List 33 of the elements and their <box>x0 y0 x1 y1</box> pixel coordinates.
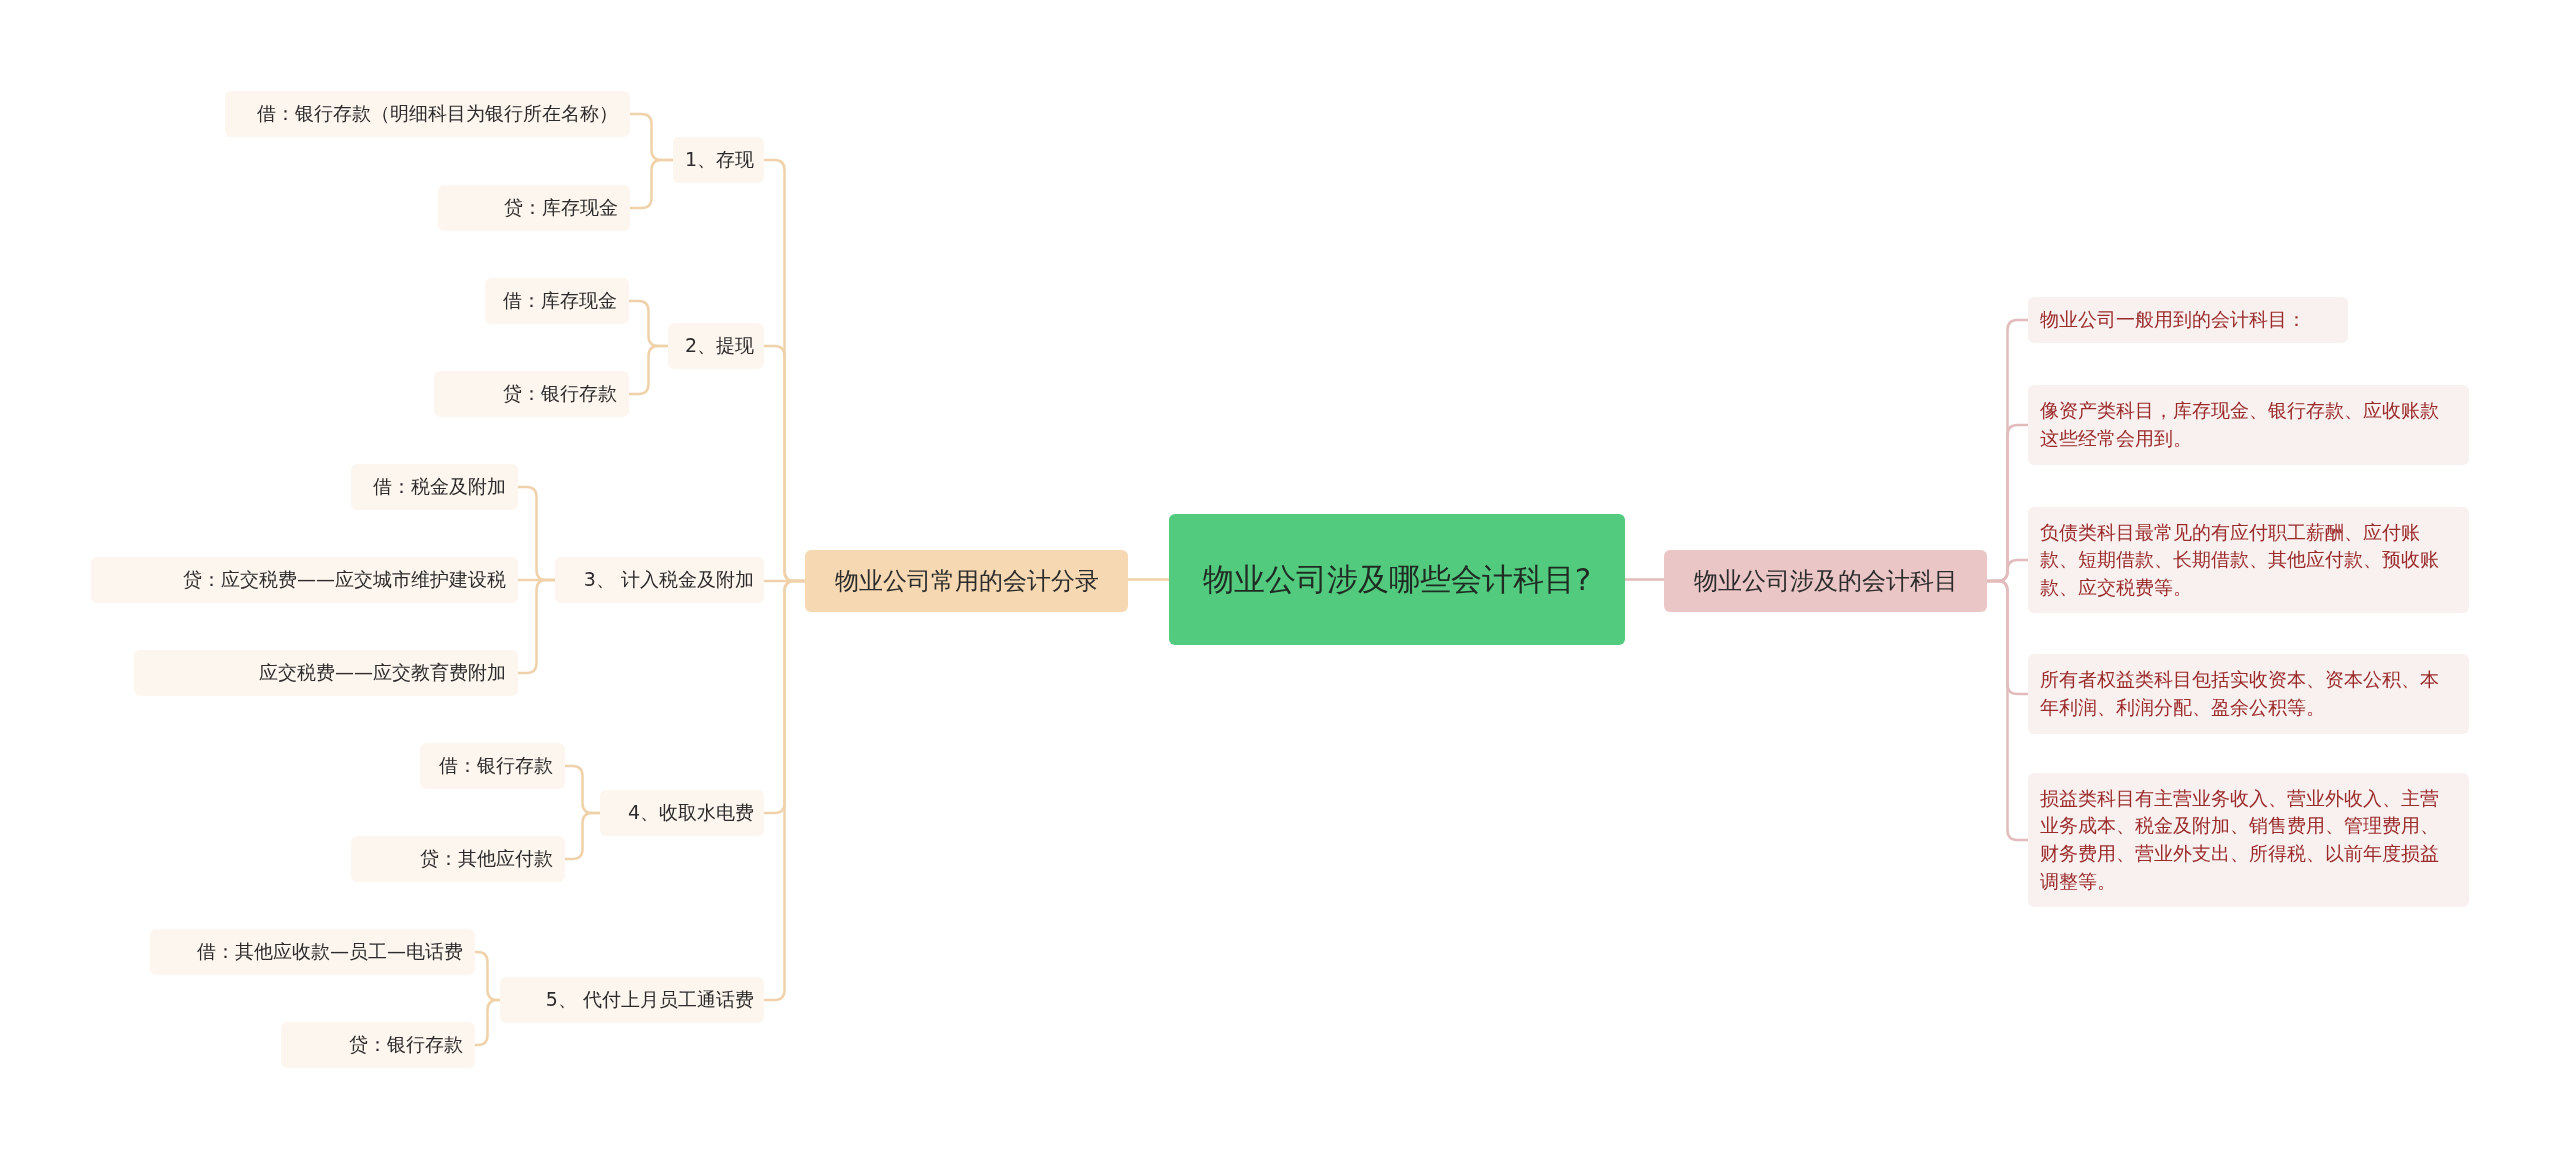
connector-line <box>764 579 805 1002</box>
subtopic-box: 2、提现 <box>668 323 764 369</box>
connector-line <box>475 998 500 1047</box>
entry-box: 借：其他应收款—员工—电话费 <box>150 929 475 975</box>
entry-box: 借：库存现金 <box>485 278 629 324</box>
entry-box: 贷：应交税费——应交城市维护建设税 <box>91 557 518 603</box>
entry-box: 借：银行存款 <box>420 743 565 789</box>
connector-line <box>518 578 555 675</box>
note-box: 负债类科目最常见的有应付职工薪酬、应付账款、短期借款、长期借款、其他应付款、预收账款、应交税费等。 <box>2028 507 2469 613</box>
connector-line <box>1128 578 1169 581</box>
subtopic-box: 5、 代付上月员工通话费 <box>500 977 764 1023</box>
subtopic-box: 1、存现 <box>673 137 764 183</box>
subtopic-box: 4、收取水电费 <box>600 790 764 836</box>
note-box: 损益类科目有主营业务收入、营业外收入、主营业务成本、税金及附加、销售费用、管理费用、财务费用、营业外支出、所得税、以前年度损益调整等。 <box>2028 773 2469 907</box>
note-box: 物业公司一般用到的会计科目： <box>2028 297 2348 343</box>
entry-box: 贷：其他应付款 <box>351 836 565 882</box>
entry-box: 借：税金及附加 <box>351 464 518 510</box>
connector-line <box>1987 579 2028 842</box>
entry-box: 应交税费——应交教育费附加 <box>134 650 518 696</box>
entry-box: 贷：银行存款 <box>281 1022 475 1068</box>
connector-line <box>630 158 673 210</box>
entry-box: 贷：库存现金 <box>438 185 630 231</box>
connector-line <box>1625 578 1664 581</box>
connector-line <box>565 811 600 861</box>
branch-topic: 物业公司常用的会计分录 <box>805 550 1128 612</box>
note-box: 像资产类科目，库存现金、银行存款、应收账款这些经常会用到。 <box>2028 385 2469 465</box>
central-topic: 物业公司涉及哪些会计科目? <box>1169 514 1625 645</box>
entry-box: 贷：银行存款 <box>434 371 629 417</box>
branch-topic: 物业公司涉及的会计科目 <box>1664 550 1987 612</box>
connector-line <box>629 344 668 396</box>
subtopic-box: 3、 计入税金及附加 <box>555 557 764 603</box>
note-box: 所有者权益类科目包括实收资本、资本公积、本年利润、利润分配、盈余公积等。 <box>2028 654 2469 734</box>
entry-box: 借：银行存款（明细科目为银行所在名称） <box>225 91 630 137</box>
